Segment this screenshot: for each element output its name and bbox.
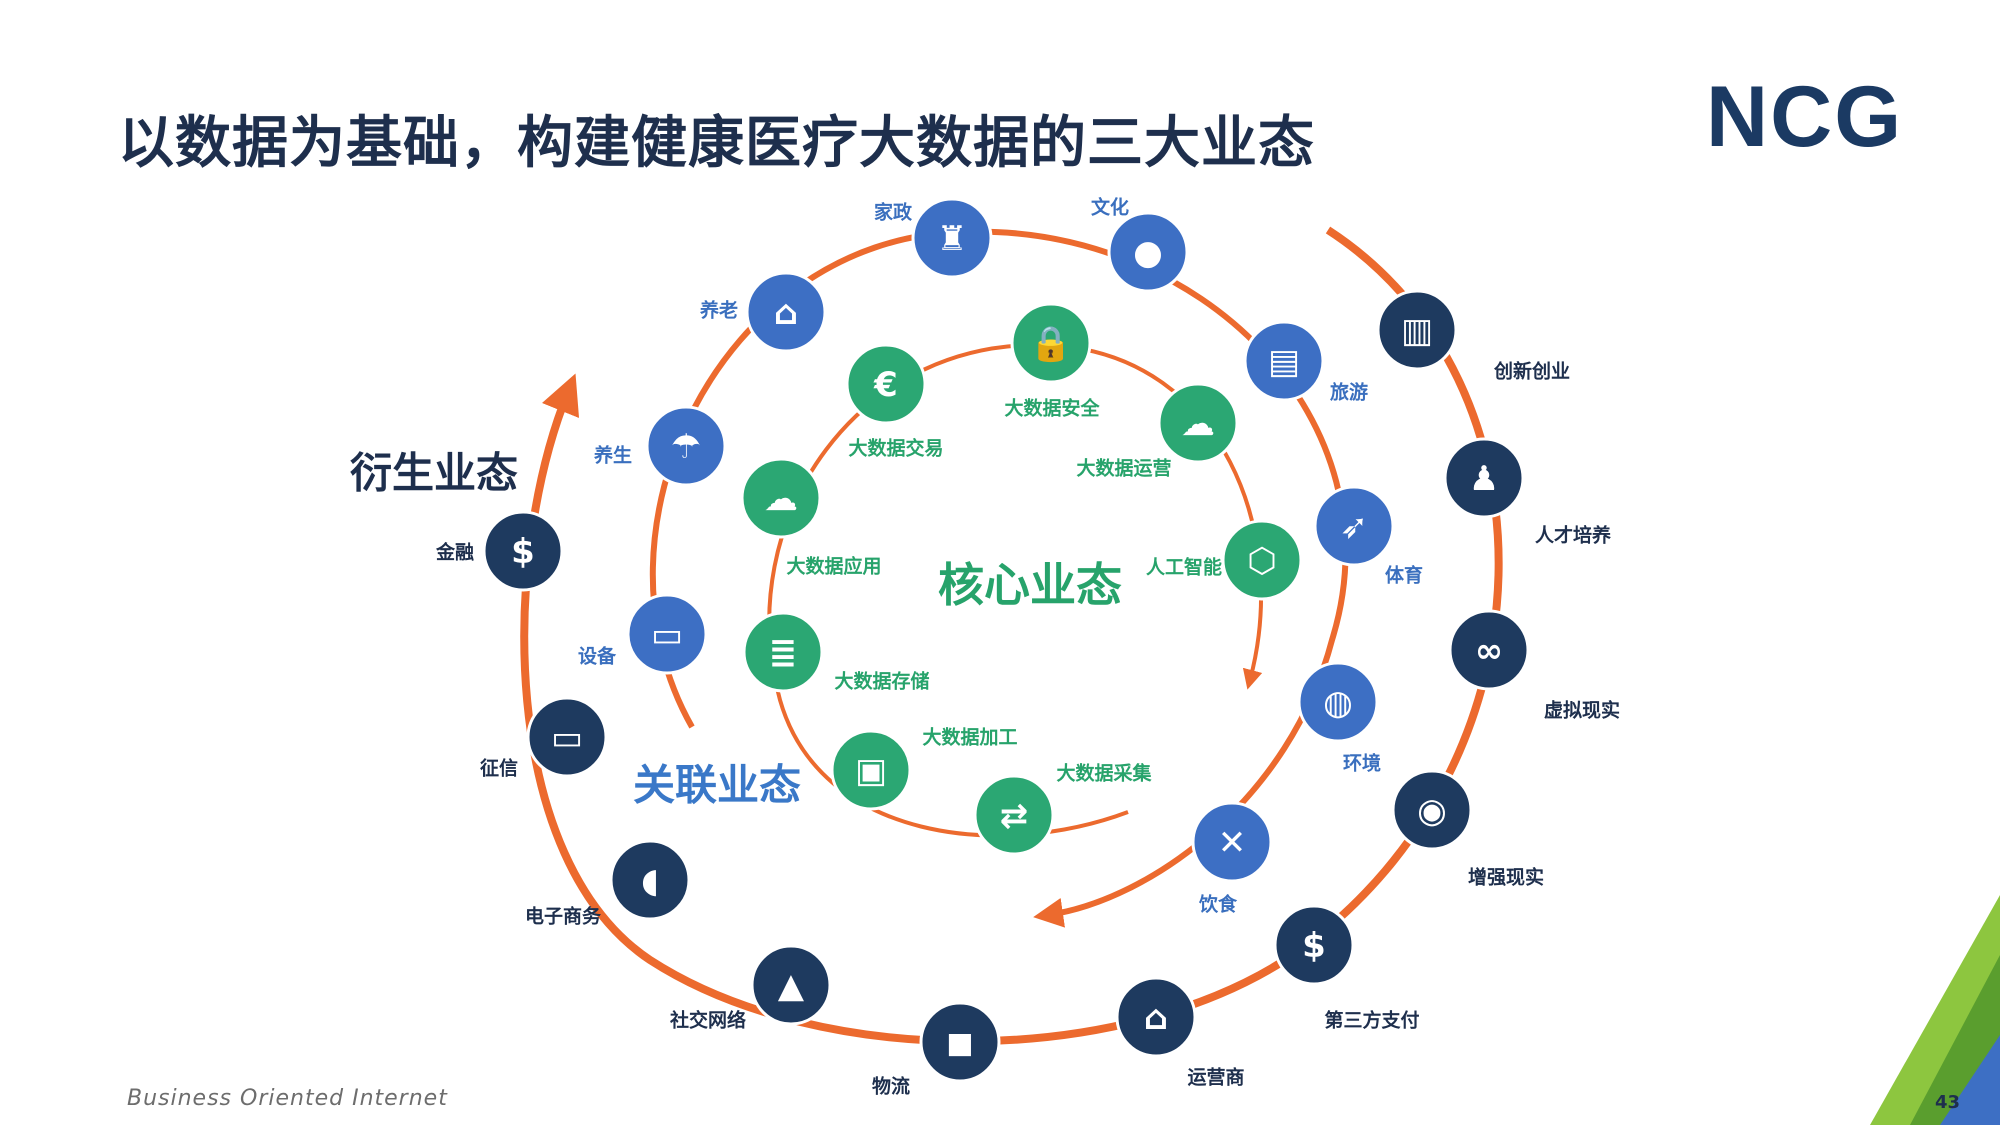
building-icon: ▥ (1376, 289, 1458, 371)
core-label-trade: 大数据交易 (848, 437, 944, 460)
inner-spiral-path (767, 343, 1263, 838)
globe-icon: ◍ (1297, 661, 1379, 743)
core-label-process: 大数据加工 (922, 726, 1018, 749)
cloud-icon: ☁ (1157, 382, 1239, 464)
svg-text:▭: ▭ (551, 718, 583, 758)
core-label-collect: 大数据采集 (1056, 762, 1152, 785)
svg-text:$: $ (1302, 926, 1326, 966)
svg-text:⬡: ⬡ (1247, 541, 1277, 581)
svg-text:◖: ◖ (641, 861, 659, 901)
derived-label-credit: 征信 (479, 757, 519, 780)
runner-icon: ➶ (1313, 485, 1395, 567)
teacher-icon: ♟ (1443, 437, 1525, 519)
svg-text:✕: ✕ (1218, 823, 1247, 863)
svg-text:▥: ▥ (1401, 311, 1433, 351)
svg-text:➶: ➶ (1340, 507, 1369, 547)
lock-icon: 🔒 (1010, 302, 1092, 384)
svg-text:▭: ▭ (651, 615, 683, 655)
related-label-environment: 环境 (1342, 752, 1382, 775)
eye-icon: ◉ (1391, 769, 1473, 851)
core-label-application: 大数据应用 (786, 555, 882, 578)
svg-text:☁: ☁ (764, 479, 798, 519)
derived-label-ar: 增强现实 (1467, 866, 1545, 889)
car-icon: ◼ (919, 1001, 1001, 1083)
core-label-ai: 人工智能 (1145, 556, 1223, 579)
derived-label-payment: 第三方支付 (1324, 1009, 1420, 1032)
derived-label-social: 社交网络 (669, 1009, 747, 1032)
related-label-diet: 饮食 (1198, 893, 1238, 916)
coin-icon: $ (1273, 904, 1355, 986)
svg-text:▤: ▤ (1268, 342, 1300, 382)
derived-label-finance: 金融 (435, 541, 475, 564)
svg-text:∞: ∞ (1475, 631, 1503, 671)
derived-label-logistics: 物流 (871, 1075, 911, 1098)
svg-text:$: $ (511, 532, 535, 572)
house-icon: ⌂ (745, 271, 827, 353)
derived-label-talent: 人才培养 (1534, 524, 1612, 547)
derived-label-innovation: 创新创业 (1493, 360, 1571, 383)
related-label-housekeeping: 家政 (873, 201, 913, 224)
exchange-icon: € (845, 343, 927, 425)
derived-label-ecommerce: 电子商务 (524, 905, 602, 928)
svg-text:€: € (873, 365, 898, 405)
glasses-icon: ∞ (1448, 609, 1530, 691)
bank-icon: ⌂ (1115, 976, 1197, 1058)
page-number: 43 (1935, 1092, 1961, 1113)
money-bag-icon: $ (482, 510, 564, 592)
svg-text:☁: ☁ (1181, 404, 1215, 444)
svg-text:◉: ◉ (1417, 791, 1447, 831)
collect-icon: ⇄ (973, 774, 1055, 856)
related-label-culture: 文化 (1090, 196, 1130, 219)
page-title: 以数据为基础，构建健康医疗大数据的三大业态 (118, 111, 1315, 176)
svg-text:◼: ◼ (946, 1023, 974, 1063)
related-label-equipment: 设备 (577, 645, 617, 668)
svg-text:▲: ▲ (778, 966, 805, 1006)
svg-text:⌂: ⌂ (774, 293, 798, 333)
related-label-tourism: 旅游 (1329, 381, 1369, 404)
related-label-sports: 体育 (1384, 564, 1424, 587)
category-related: 关联业态 (632, 760, 802, 810)
ncg-logo: NCG (1706, 69, 1904, 165)
server-icon: ≣ (742, 611, 824, 693)
cleaning-icon: ♜ (911, 197, 993, 279)
core-label-security: 大数据安全 (1004, 397, 1100, 420)
cloud-doc-icon: ☁ (740, 457, 822, 539)
computer-icon: ▭ (626, 593, 708, 675)
footer-text: Business Oriented Internet (127, 1086, 448, 1111)
category-derived: 衍生业态 (349, 448, 519, 498)
svg-text:♜: ♜ (937, 219, 967, 259)
svg-text:●: ● (1133, 233, 1163, 273)
penguin-icon: ▲ (750, 944, 832, 1026)
svg-text:☂: ☂ (671, 427, 701, 467)
backpack-icon: ▤ (1243, 320, 1325, 402)
svg-text:≣: ≣ (769, 633, 798, 673)
network-icon: ⬡ (1221, 519, 1303, 601)
monitor-gear-icon: ▣ (830, 729, 912, 811)
derived-label-carrier: 运营商 (1187, 1066, 1245, 1089)
utensils-icon: ✕ (1191, 801, 1273, 883)
core-label-operation: 大数据运营 (1076, 457, 1172, 480)
core-label-storage: 大数据存储 (834, 670, 930, 693)
derived-label-vr: 虚拟现实 (1543, 699, 1621, 722)
svg-text:⇄: ⇄ (1000, 796, 1029, 836)
svg-text:◍: ◍ (1323, 683, 1353, 723)
mouse-icon: ◖ (609, 839, 691, 921)
related-label-elderly-care: 养老 (699, 299, 739, 322)
related-label-wellness: 养生 (593, 444, 633, 467)
corner-decoration (1870, 895, 2000, 1125)
people-icon: ● (1107, 211, 1189, 293)
svg-text:▣: ▣ (855, 751, 887, 791)
svg-text:♟: ♟ (1469, 459, 1499, 499)
fishing-icon: ☂ (645, 405, 727, 487)
credit-card-icon: ▭ (526, 696, 608, 778)
svg-text:⌂: ⌂ (1144, 998, 1168, 1038)
svg-text:🔒: 🔒 (1030, 324, 1072, 364)
category-core: 核心业态 (938, 558, 1122, 612)
